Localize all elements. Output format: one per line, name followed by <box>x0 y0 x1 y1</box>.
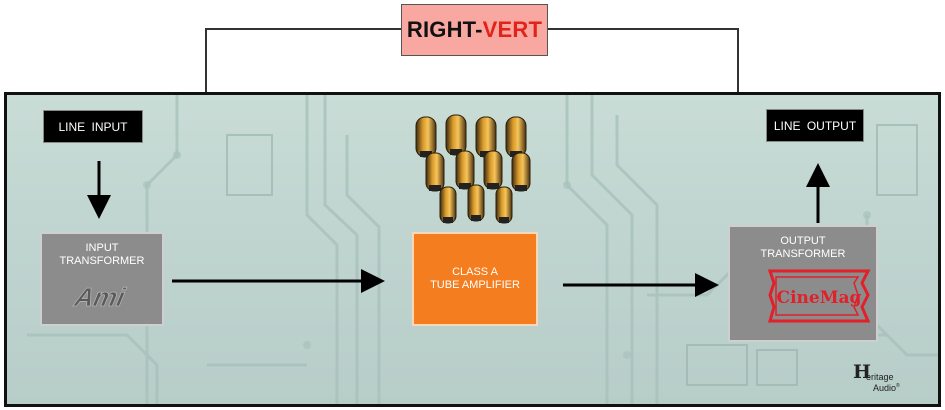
heritage-audio-logo: H eritage Audio® <box>853 361 913 394</box>
title-part-1: RIGHT- <box>406 17 483 42</box>
line-input-label: LINE INPUT <box>58 119 128 134</box>
line-output-node: LINE OUTPUT <box>766 109 864 142</box>
ami-logo: Ami <box>71 282 129 312</box>
tube-icon <box>425 152 445 192</box>
input-transformer-label-1: INPUT <box>85 242 119 254</box>
tube-icon <box>445 114 467 156</box>
amp-label-1: CLASS A <box>452 266 498 278</box>
cinemag-logo: CineMag <box>767 269 871 323</box>
tube-icon <box>483 150 503 190</box>
output-transformer-label-2: TRANSFORMER <box>760 248 846 260</box>
tube-icon <box>495 186 513 224</box>
heritage-h-icon: H <box>853 361 871 383</box>
amp-label-2: TUBE AMPLIFIER <box>430 279 520 291</box>
heritage-logo-bottom: Audio <box>873 383 897 393</box>
tube-icon <box>415 116 437 158</box>
vacuum-tubes-image <box>415 114 531 224</box>
line-input-node: LINE INPUT <box>43 110 143 143</box>
class-a-amplifier-node: CLASS A TUBE AMPLIFIER <box>412 232 538 326</box>
heritage-logo-top: eritage <box>866 372 894 382</box>
cinemag-logo-text: CineMag <box>777 288 862 308</box>
signal-chain-panel: LINE INPUT LINE OUTPUT INPUT TRANSFORMER… <box>4 92 941 407</box>
output-transformer-label-1: OUTPUT <box>780 235 826 247</box>
tube-icon <box>439 186 457 224</box>
ami-logo-text: Ami <box>71 282 128 312</box>
tube-icon <box>467 184 485 222</box>
heritage-registered-mark: ® <box>896 383 900 389</box>
tube-icon <box>455 150 475 190</box>
tube-icon <box>511 152 531 192</box>
output-transformer-node: OUTPUT TRANSFORMER CineMag <box>728 225 878 342</box>
line-output-label: LINE OUTPUT <box>773 118 857 133</box>
diagram-title: RIGHT-VERT <box>401 4 548 56</box>
input-transformer-label-2: TRANSFORMER <box>59 255 145 267</box>
signal-flow-arrows <box>87 161 830 297</box>
input-transformer-node: INPUT TRANSFORMER Ami <box>40 232 164 326</box>
title-part-2: VERT <box>482 17 543 42</box>
